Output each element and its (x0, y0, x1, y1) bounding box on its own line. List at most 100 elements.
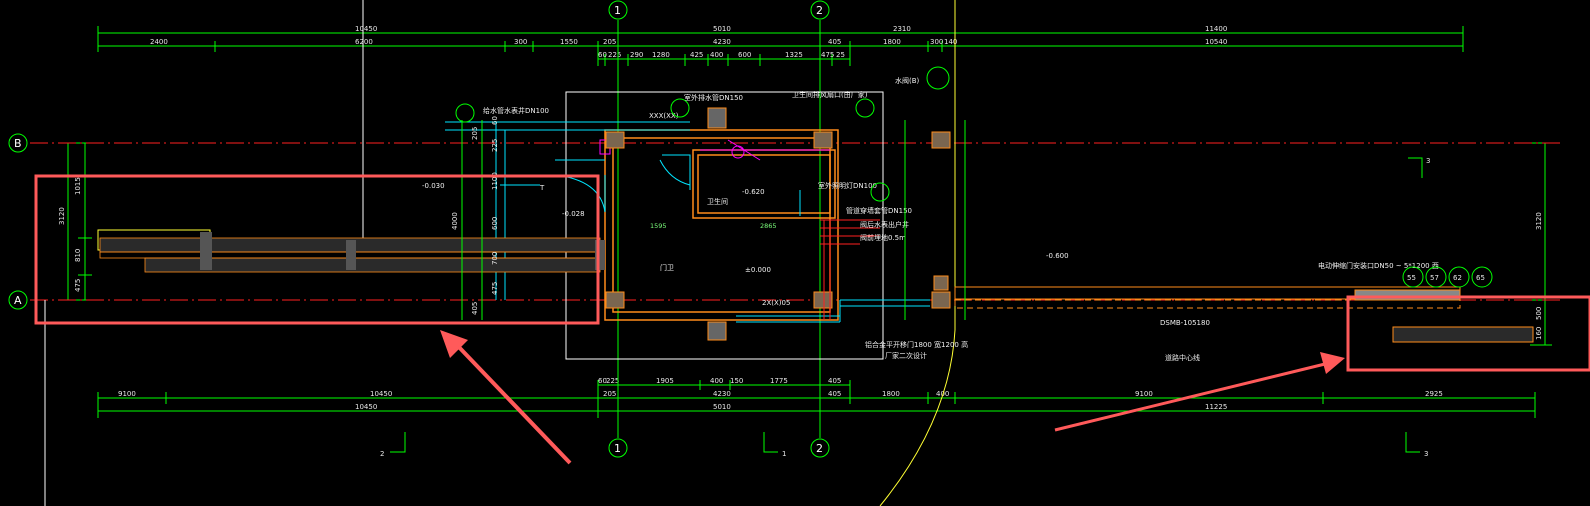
svg-text:1: 1 (614, 442, 621, 455)
dim-top-r3-5: 400 (710, 51, 723, 59)
dim-top-r2-10: 10540 (1205, 38, 1227, 46)
dim-bot-r3-left: 10450 (355, 403, 377, 411)
dim-top-r2-4: 205 (603, 38, 616, 46)
site-outline (44, 0, 884, 506)
dim-top-r2-6: 405 (828, 38, 841, 46)
svg-text:60: 60 (491, 116, 499, 125)
label-meter-well: 阀后水表出户井 (860, 220, 909, 229)
label-dim-2865: 2865 (760, 222, 777, 230)
red-pipes (820, 219, 880, 320)
label-wall-sleeve: 管道穿墙套管DN150 (846, 206, 912, 215)
dim-bot-r1-1: 225 (606, 377, 619, 385)
dim-bot-r1-0: 60 (598, 377, 607, 385)
dim-top-r3-8: 475 (821, 51, 834, 59)
dim-top-r3-2: 290 (630, 51, 643, 59)
pipes (445, 121, 930, 323)
svg-text:55: 55 (1407, 274, 1416, 282)
axis-bubble-1-top: 1 (608, 0, 628, 20)
svg-text:2: 2 (816, 442, 823, 455)
numbered-circles: 55 57 62 65 (455, 66, 1493, 288)
dim-bot-r3-right: 11225 (1205, 403, 1227, 411)
section-mark-2: 2 (380, 450, 384, 458)
dim-bot-r1-6: 405 (828, 390, 841, 398)
dim-bot-r2-3: 4230 (713, 390, 731, 398)
dim-bot-r1-7: 1800 (882, 390, 900, 398)
dim-top-r3-0: 60 (598, 51, 607, 59)
axis-bubble-2-bottom: 2 (810, 438, 830, 458)
dim-bot-r1-4: 150 (730, 377, 743, 385)
section-mark-3-top: 3 (1426, 157, 1430, 165)
label-gate-model: DSMB-105180 (1160, 319, 1210, 327)
dim-top-r3-3: 1280 (652, 51, 670, 59)
bottom-dimension-lines (97, 380, 1536, 418)
top-dimension-text: 10450 5010 2310 11400 2400 6200 300 1550… (150, 25, 1227, 59)
dim-bot-r2-2: 205 (603, 390, 616, 398)
label-valve-b: 水阀(B) (895, 76, 920, 85)
label-toilet-fan: 卫生间排风扇口(由厂家) (792, 90, 868, 99)
dim-top-r2-7: 1800 (883, 38, 901, 46)
dim-bot-r1-5: 1775 (770, 377, 788, 385)
label-drain-pipe: 室外排水管DN150 (684, 93, 743, 102)
dim-top-r2-3: 1550 (560, 38, 578, 46)
section-mark-1: 1 (782, 450, 786, 458)
dim-left-3: 475 (74, 279, 82, 292)
pointer-arrow-left (440, 330, 572, 465)
dim-top-r2-0: 2400 (150, 38, 168, 46)
label-gate-opening: 电动伸缩门安装口DN50 ~ 5*1200 西 (1318, 261, 1439, 270)
gate-track-right (933, 275, 1534, 343)
inner-vertical-dim-lines (461, 120, 966, 320)
svg-text:B: B (14, 137, 22, 150)
svg-text:205: 205 (471, 127, 479, 140)
axis-lines (30, 142, 1560, 301)
axis-bubble-a: A (8, 290, 28, 310)
highlight-box-left (34, 174, 600, 325)
label-water-meter-well: 给水管水表井DN100 (483, 106, 549, 115)
inner-vertical-dims: 205 225 60 1100 600 700 475 405 4000 (451, 116, 499, 315)
door-swing (554, 159, 691, 213)
svg-text:A: A (14, 294, 22, 307)
dim-right-0: 3120 (1535, 212, 1543, 230)
svg-text:2: 2 (816, 4, 823, 17)
label-elev-620: -0.620 (742, 188, 765, 196)
svg-text:65: 65 (1476, 274, 1485, 282)
dim-bot-r2-0: 9100 (118, 390, 136, 398)
dim-right-2: 160 (1535, 327, 1543, 340)
label-road-centerline: 道路中心线 (1165, 353, 1200, 362)
label-vendor-design: 厂家二次设计 (885, 351, 927, 360)
annotation-labels: 给水管水表井DN100 室外排水管DN150 卫生间排风扇口(由厂家) 水阀(B… (422, 76, 1439, 362)
dim-top-r3-6: 600 (738, 51, 751, 59)
column-axis-lines (617, 20, 821, 438)
svg-text:405: 405 (471, 302, 479, 315)
dim-left-2: 810 (74, 249, 82, 262)
label-toilet: 卫生间 (707, 197, 728, 206)
dim-left-0: 1015 (74, 177, 82, 195)
dim-top-r2-2: 300 (514, 38, 527, 46)
svg-text:1100: 1100 (491, 172, 499, 190)
label-outdoor-light: 室外照明灯DN100 (818, 181, 877, 190)
svg-text:700: 700 (491, 252, 499, 265)
highlight-box-right (1346, 295, 1590, 372)
section-marks (390, 157, 1423, 453)
dim-bot-r2-4: 405 (828, 377, 841, 385)
dim-top-r2-9: 140 (944, 38, 957, 46)
dim-top-total-left: 10450 (355, 25, 377, 33)
dim-bot-r3-mid: 5010 (713, 403, 731, 411)
dim-top-mid: 5010 (713, 25, 731, 33)
dim-top-right: 11400 (1205, 25, 1227, 33)
building-walls (604, 129, 839, 321)
label-window-code: 2X(X)05 (762, 299, 790, 307)
dim-top-r3-1: 225 (608, 51, 621, 59)
label-guard-room: 门卫 (660, 263, 674, 272)
axis-bubble-2-top: 2 (810, 0, 830, 20)
svg-text:57: 57 (1430, 274, 1439, 282)
dim-top-r2-1: 6200 (355, 38, 373, 46)
dim-right-1: 500 (1535, 307, 1543, 320)
magenta-lines (599, 139, 830, 161)
dim-left-1: 3120 (58, 207, 66, 225)
pointer-arrow-right (1054, 352, 1345, 432)
label-elev-028: -0.028 (562, 210, 585, 218)
label-dim-1595: 1595 (650, 222, 667, 230)
road-curve (879, 0, 956, 506)
